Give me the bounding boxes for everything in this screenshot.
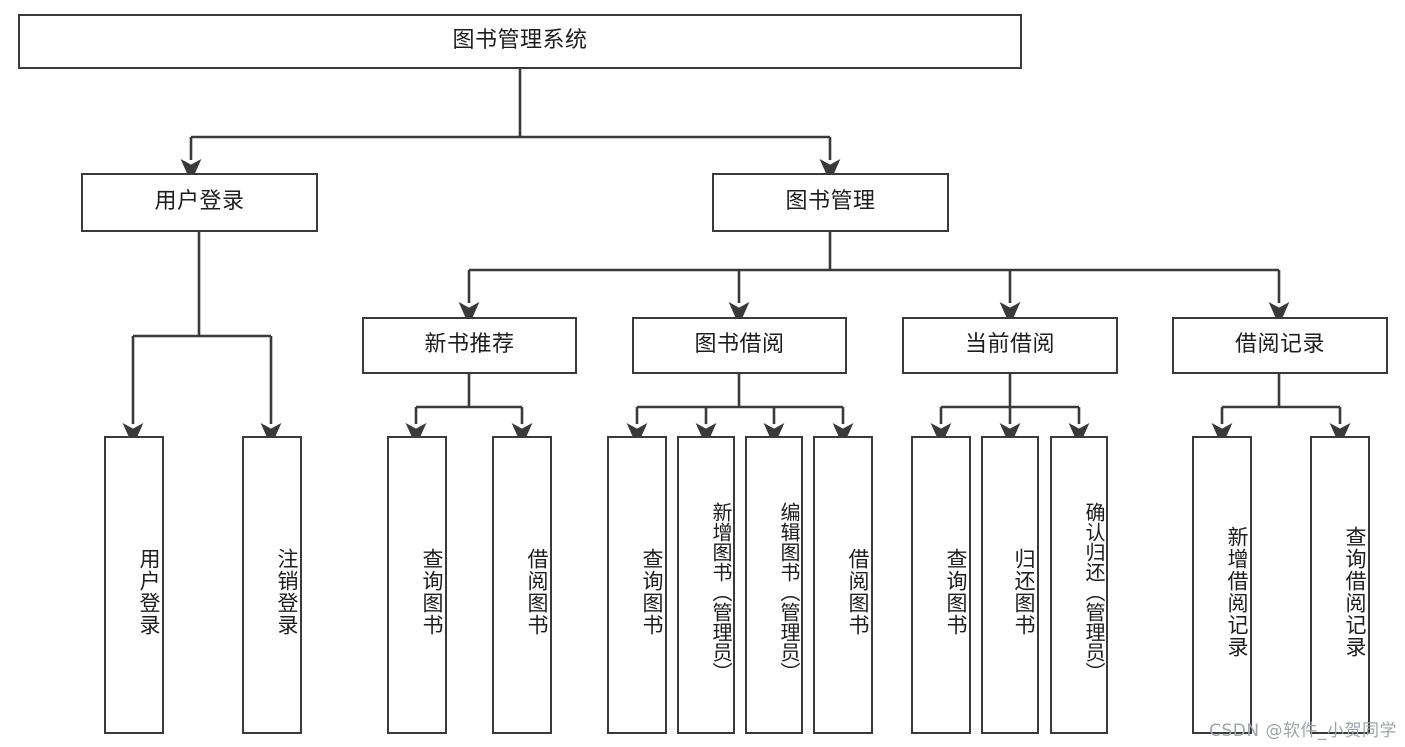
node-current-borrow[interactable]: 当前借阅 <box>902 317 1118 374</box>
node-leaf-borrow-book-2[interactable]: 借阅图书 <box>813 436 873 734</box>
node-leaf-user-login[interactable]: 用户登录 <box>104 436 164 734</box>
csdn-watermark: CSDN @软件_小贺同学 <box>1209 721 1397 741</box>
node-leaf-edit-book[interactable]: 编辑图书（管理员） <box>745 436 803 734</box>
node-leaf-confirm-return[interactable]: 确认归还（管理员） <box>1050 436 1108 734</box>
node-leaf-add-book[interactable]: 新增图书（管理员） <box>677 436 735 734</box>
node-leaf-user-logout[interactable]: 注销登录 <box>242 436 302 734</box>
node-leaf-query-book-3[interactable]: 查询图书 <box>911 436 971 734</box>
node-leaf-query-book-1[interactable]: 查询图书 <box>387 436 447 734</box>
node-book-manage[interactable]: 图书管理 <box>712 173 949 232</box>
node-user-login[interactable]: 用户登录 <box>81 173 318 232</box>
node-new-book-recommend[interactable]: 新书推荐 <box>362 317 577 374</box>
node-leaf-query-record[interactable]: 查询借阅记录 <box>1310 436 1370 734</box>
node-borrow-record[interactable]: 借阅记录 <box>1172 317 1388 374</box>
node-leaf-return-book[interactable]: 归还图书 <box>981 436 1039 734</box>
node-leaf-query-book-2[interactable]: 查询图书 <box>607 436 667 734</box>
node-book-borrow[interactable]: 图书借阅 <box>632 317 847 374</box>
node-root-system[interactable]: 图书管理系统 <box>18 14 1022 69</box>
node-leaf-borrow-book-1[interactable]: 借阅图书 <box>492 436 552 734</box>
node-leaf-add-record[interactable]: 新增借阅记录 <box>1192 436 1252 734</box>
